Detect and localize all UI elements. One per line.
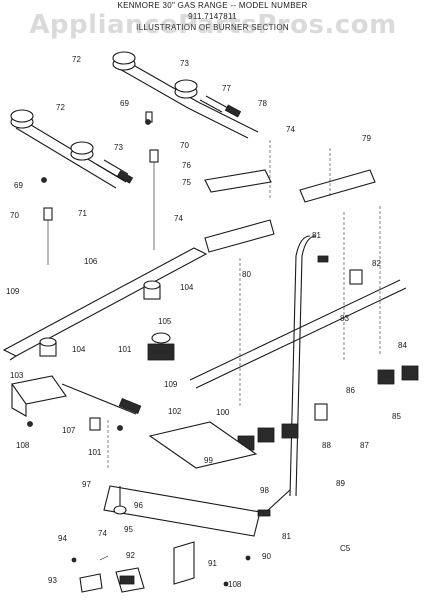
gas-manifold [189, 235, 419, 497]
part-label: 87 [360, 441, 369, 450]
part-label: 109 [6, 287, 20, 296]
part-label: 106 [84, 257, 98, 266]
part-label: 74 [98, 529, 107, 538]
part-label: 78 [258, 99, 267, 108]
part-label: 104 [180, 283, 194, 292]
part-label: 80 [242, 270, 251, 279]
part-label: 72 [56, 103, 65, 112]
part-label: 69 [120, 99, 129, 108]
pressure-regulator [147, 332, 175, 361]
part-label: 109 [164, 380, 178, 389]
part-label: 99 [204, 456, 213, 465]
part-label: 108 [16, 441, 30, 450]
part-label: 79 [362, 134, 371, 143]
part-label: 85 [392, 412, 401, 421]
support-bar [2, 247, 208, 361]
rear-burner-assembly [112, 51, 259, 139]
igniter-parts [41, 111, 159, 265]
part-label: 70 [10, 211, 19, 220]
part-label: 104 [72, 345, 86, 354]
part-label: 101 [88, 448, 102, 457]
part-label: 98 [260, 486, 269, 495]
part-label: 88 [322, 441, 331, 450]
part-label: 102 [168, 407, 182, 416]
part-label: 75 [182, 178, 191, 187]
part-label: 81 [312, 231, 321, 240]
part-label: 108 [228, 580, 242, 589]
part-label: 93 [48, 576, 57, 585]
part-label: 103 [10, 371, 24, 380]
part-label: 91 [208, 559, 217, 568]
header-model-number: 911.7147811 [188, 12, 237, 21]
part-label: 86 [346, 386, 355, 395]
part-label: 105 [158, 317, 172, 326]
diagram-header: KENMORE 30" GAS RANGE -- MODEL NUMBER 91… [0, 0, 425, 46]
bottom-hardware [71, 541, 251, 593]
part-label: 73 [180, 59, 189, 68]
header-model-line: KENMORE 30" GAS RANGE -- MODEL NUMBER [117, 1, 308, 10]
left-bracket-assembly [11, 375, 142, 431]
part-label: 70 [180, 141, 189, 150]
part-label: 72 [72, 55, 81, 64]
part-label: 100 [216, 408, 230, 417]
alignment-guides [107, 140, 381, 470]
part-label: 97 [82, 480, 91, 489]
part-label: 74 [286, 125, 295, 134]
part-label: 92 [126, 551, 135, 560]
page-corner-mark: C5 [340, 544, 351, 553]
part-label: 77 [222, 84, 231, 93]
part-label: 94 [58, 534, 67, 543]
part-label: 107 [62, 426, 76, 435]
part-label: 81 [282, 532, 291, 541]
burner-base-plate [148, 421, 258, 469]
part-label: 82 [372, 259, 381, 268]
header-section-title: ILLUSTRATION OF BURNER SECTION [136, 23, 289, 32]
part-label: 84 [398, 341, 407, 350]
part-label: 69 [14, 181, 23, 190]
part-label: 73 [114, 143, 123, 152]
part-label: 89 [336, 479, 345, 488]
part-label: 96 [134, 501, 143, 510]
part-label: 95 [124, 525, 133, 534]
part-label: 101 [118, 345, 132, 354]
burner-brackets [204, 169, 376, 253]
part-label: 76 [182, 161, 191, 170]
part-label: 74 [174, 214, 183, 223]
lower-burner-tube [103, 485, 291, 537]
part-label: 90 [262, 552, 271, 561]
part-number-labels: 72 73 77 78 72 73 69 70 76 69 70 71 74 7… [6, 55, 407, 589]
part-label: 83 [340, 314, 349, 323]
part-label: 71 [78, 209, 87, 218]
front-burner-assembly [10, 109, 134, 189]
